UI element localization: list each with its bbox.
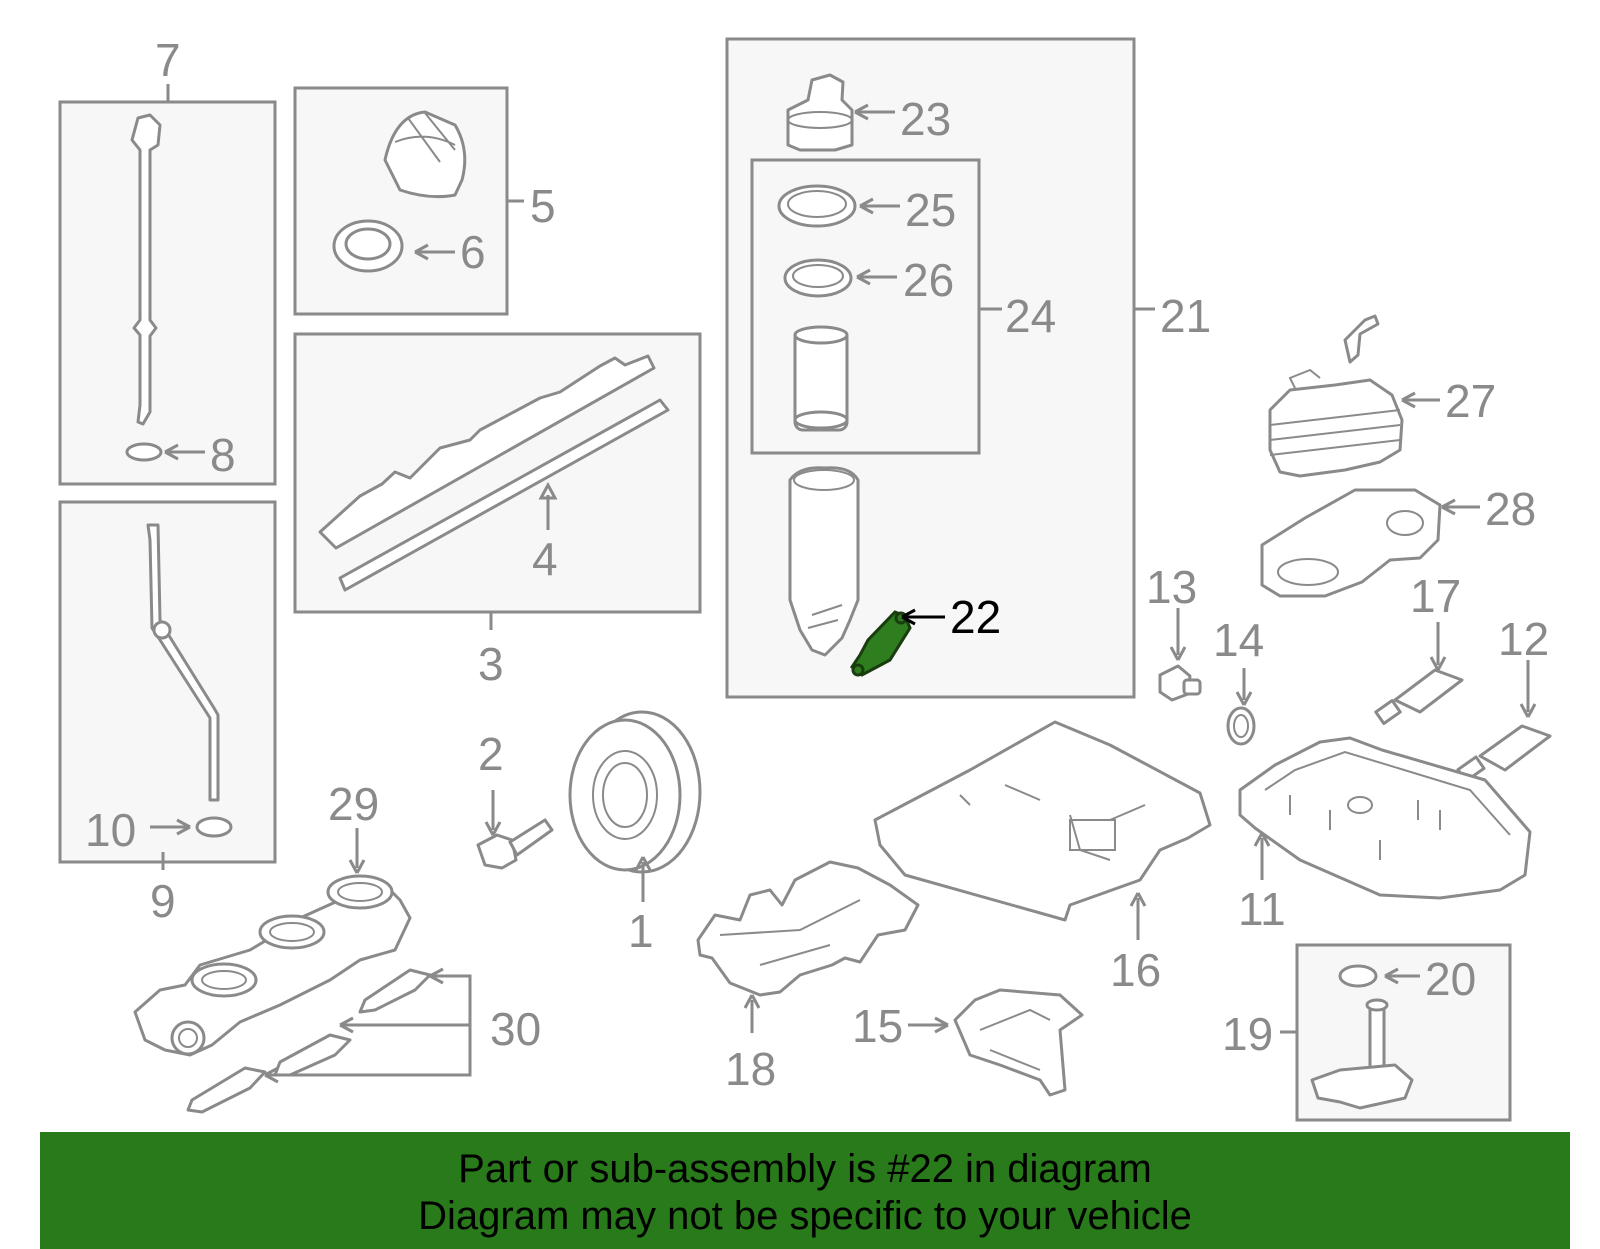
baffle-part-16 bbox=[873, 720, 1212, 922]
label-7: 7 bbox=[155, 34, 181, 86]
group-box-9 bbox=[58, 500, 277, 864]
label-11: 11 bbox=[1238, 883, 1286, 935]
washer-part-14 bbox=[1226, 706, 1256, 746]
group-box-7 bbox=[58, 100, 277, 486]
part-labels: 1 2 3 4 5 6 7 8 9 10 11 12 13 14 15 16 1… bbox=[85, 34, 1549, 1095]
label-28: 28 bbox=[1485, 483, 1536, 535]
manifold-part-29 bbox=[133, 874, 412, 1057]
filter-housing bbox=[788, 466, 860, 657]
sealant-tube-part-12 bbox=[1456, 724, 1552, 783]
label-6: 6 bbox=[460, 226, 486, 278]
label-17: 17 bbox=[1410, 570, 1461, 622]
label-19: 19 bbox=[1222, 1008, 1273, 1060]
label-8: 8 bbox=[210, 429, 236, 481]
o-ring-part-20 bbox=[1338, 964, 1378, 988]
filter-element bbox=[793, 325, 849, 432]
part-15 bbox=[953, 988, 1084, 1097]
label-3: 3 bbox=[478, 638, 504, 690]
label-13: 13 bbox=[1146, 561, 1197, 613]
oil-cap-part-5 bbox=[332, 110, 467, 273]
tray-part-18 bbox=[696, 860, 920, 997]
notice-line-2: Diagram may not be specific to your vehi… bbox=[418, 1194, 1192, 1238]
label-10: 10 bbox=[85, 804, 136, 856]
oil-cooler-part-27 bbox=[1268, 314, 1404, 478]
label-20: 20 bbox=[1425, 953, 1476, 1005]
label-2: 2 bbox=[478, 728, 504, 780]
label-12: 12 bbox=[1498, 613, 1549, 665]
label-16: 16 bbox=[1110, 944, 1161, 996]
bolt-part-2 bbox=[476, 818, 554, 870]
label-14: 14 bbox=[1213, 614, 1264, 666]
label-21: 21 bbox=[1160, 290, 1211, 342]
label-4: 4 bbox=[532, 533, 558, 585]
drain-plug-part-13 bbox=[1158, 664, 1202, 702]
label-25: 25 bbox=[905, 184, 956, 236]
gasket-part-30 bbox=[186, 968, 432, 1114]
oil-pan-part-11 bbox=[1238, 736, 1532, 900]
pulley-part-1 bbox=[568, 710, 702, 874]
notice-line-1: Part or sub-assembly is #22 in diagram bbox=[458, 1147, 1152, 1191]
part-notice-banner: Part or sub-assembly is #22 in diagram D… bbox=[40, 1132, 1570, 1249]
cooler-gasket-part-28 bbox=[1260, 488, 1442, 598]
seal-part-26 bbox=[783, 258, 853, 298]
label-30: 30 bbox=[490, 1003, 541, 1055]
label-24: 24 bbox=[1005, 290, 1056, 342]
cover-part-3 bbox=[318, 354, 670, 592]
label-23: 23 bbox=[900, 93, 951, 145]
dipstick-part-7 bbox=[125, 113, 163, 462]
sealant-tube-part-17 bbox=[1374, 668, 1464, 725]
leader-lines bbox=[150, 84, 1537, 1084]
label-5: 5 bbox=[530, 180, 556, 232]
dipstick-tube-part-9 bbox=[146, 523, 233, 838]
label-9: 9 bbox=[150, 875, 176, 927]
label-29: 29 bbox=[328, 778, 379, 830]
label-18: 18 bbox=[725, 1043, 776, 1095]
sensor-part-19 bbox=[1310, 998, 1414, 1110]
label-22: 22 bbox=[950, 591, 1001, 643]
group-box-5 bbox=[293, 86, 509, 316]
label-26: 26 bbox=[903, 254, 954, 306]
highlighted-part-22[interactable] bbox=[849, 610, 912, 677]
seal-part-25 bbox=[777, 184, 857, 228]
label-1: 1 bbox=[628, 905, 654, 957]
label-27: 27 bbox=[1445, 375, 1496, 427]
filter-cap-part-23 bbox=[786, 73, 854, 152]
label-15: 15 bbox=[852, 1000, 903, 1052]
